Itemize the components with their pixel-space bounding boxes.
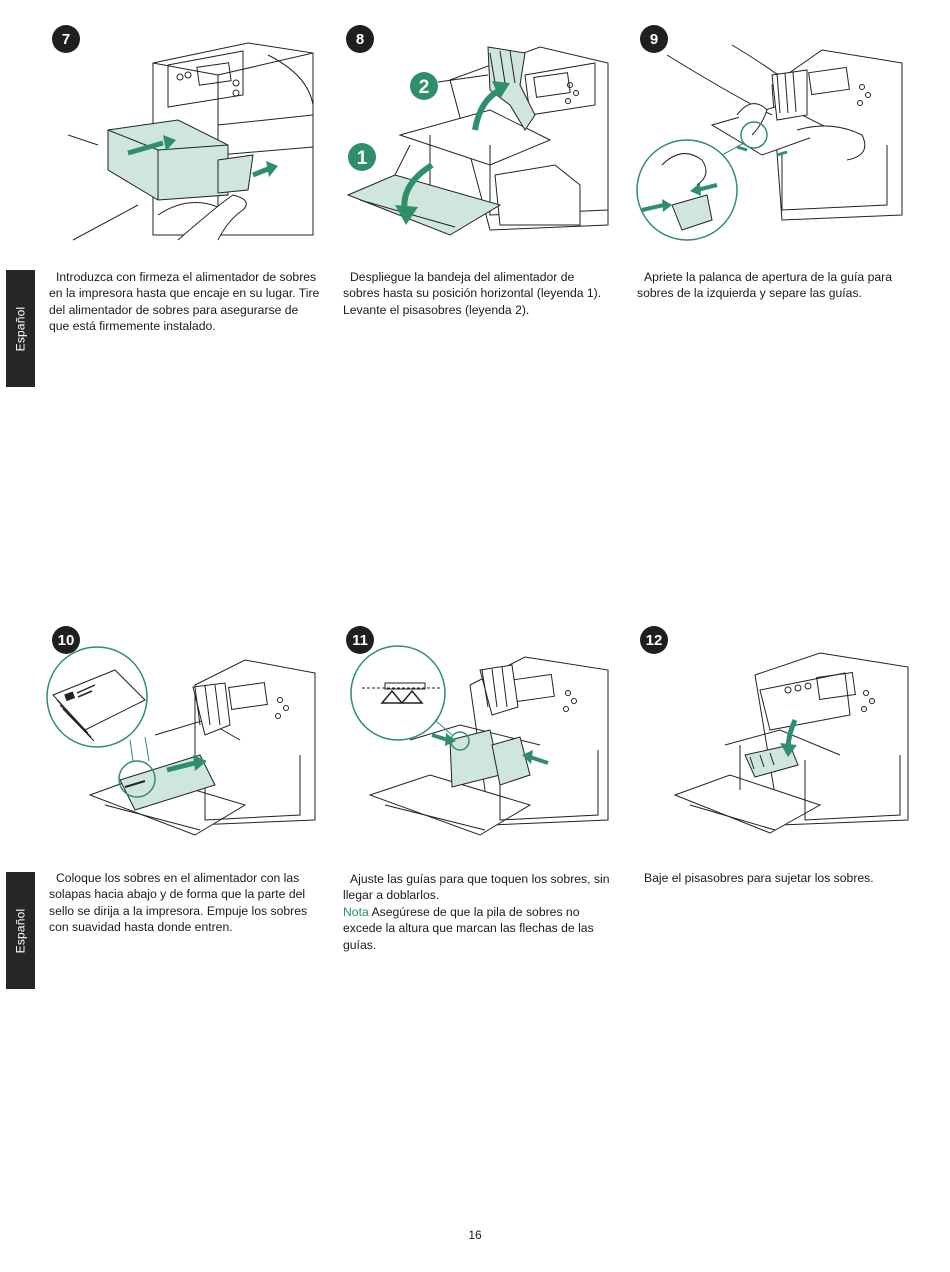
step-badge-10: 10 <box>52 626 80 654</box>
step-badge-8: 8 <box>346 25 374 53</box>
note-label: Nota <box>343 904 369 919</box>
page-number: 16 <box>468 1228 482 1242</box>
step-11-note: Nota Asegúrese de que la pila de sobres … <box>343 904 615 953</box>
illustration-step-12 <box>673 652 909 834</box>
note-text: Asegúrese de que la pila de sobres no ex… <box>343 904 594 952</box>
step-badge-11: 11 <box>346 626 374 654</box>
language-tab-label: Español <box>13 306 28 351</box>
illustration-step-10 <box>46 646 316 836</box>
illustration-step-8: 1 2 <box>346 46 609 236</box>
step-11-caption: Ajuste las guías para que toquen los sob… <box>343 871 615 953</box>
illustration-step-9 <box>636 44 903 241</box>
step-badge-12: 12 <box>640 626 668 654</box>
step-badge-7: 7 <box>52 25 80 53</box>
language-tab-label: Español <box>13 908 28 953</box>
illustration-step-11 <box>350 645 609 836</box>
step-10-caption: Coloque los sobres en el alimentador con… <box>49 871 308 935</box>
step-badge-9: 9 <box>640 25 668 53</box>
step-7-caption: Introduzca con firmeza el alimentador de… <box>49 270 320 334</box>
step-8-caption: Despliegue la bandeja del alimentador de… <box>343 270 602 317</box>
language-tab-bottom: Español <box>6 872 35 989</box>
language-tab-top: Español <box>6 270 35 387</box>
svg-text:1: 1 <box>357 148 368 169</box>
step-12-caption: Baje el pisasobres para sujetar los sobr… <box>644 871 874 885</box>
illustration-step-7 <box>68 42 314 241</box>
svg-text:2: 2 <box>419 77 430 98</box>
step-9-caption: Apriete la palanca de apertura de la guí… <box>637 270 892 301</box>
